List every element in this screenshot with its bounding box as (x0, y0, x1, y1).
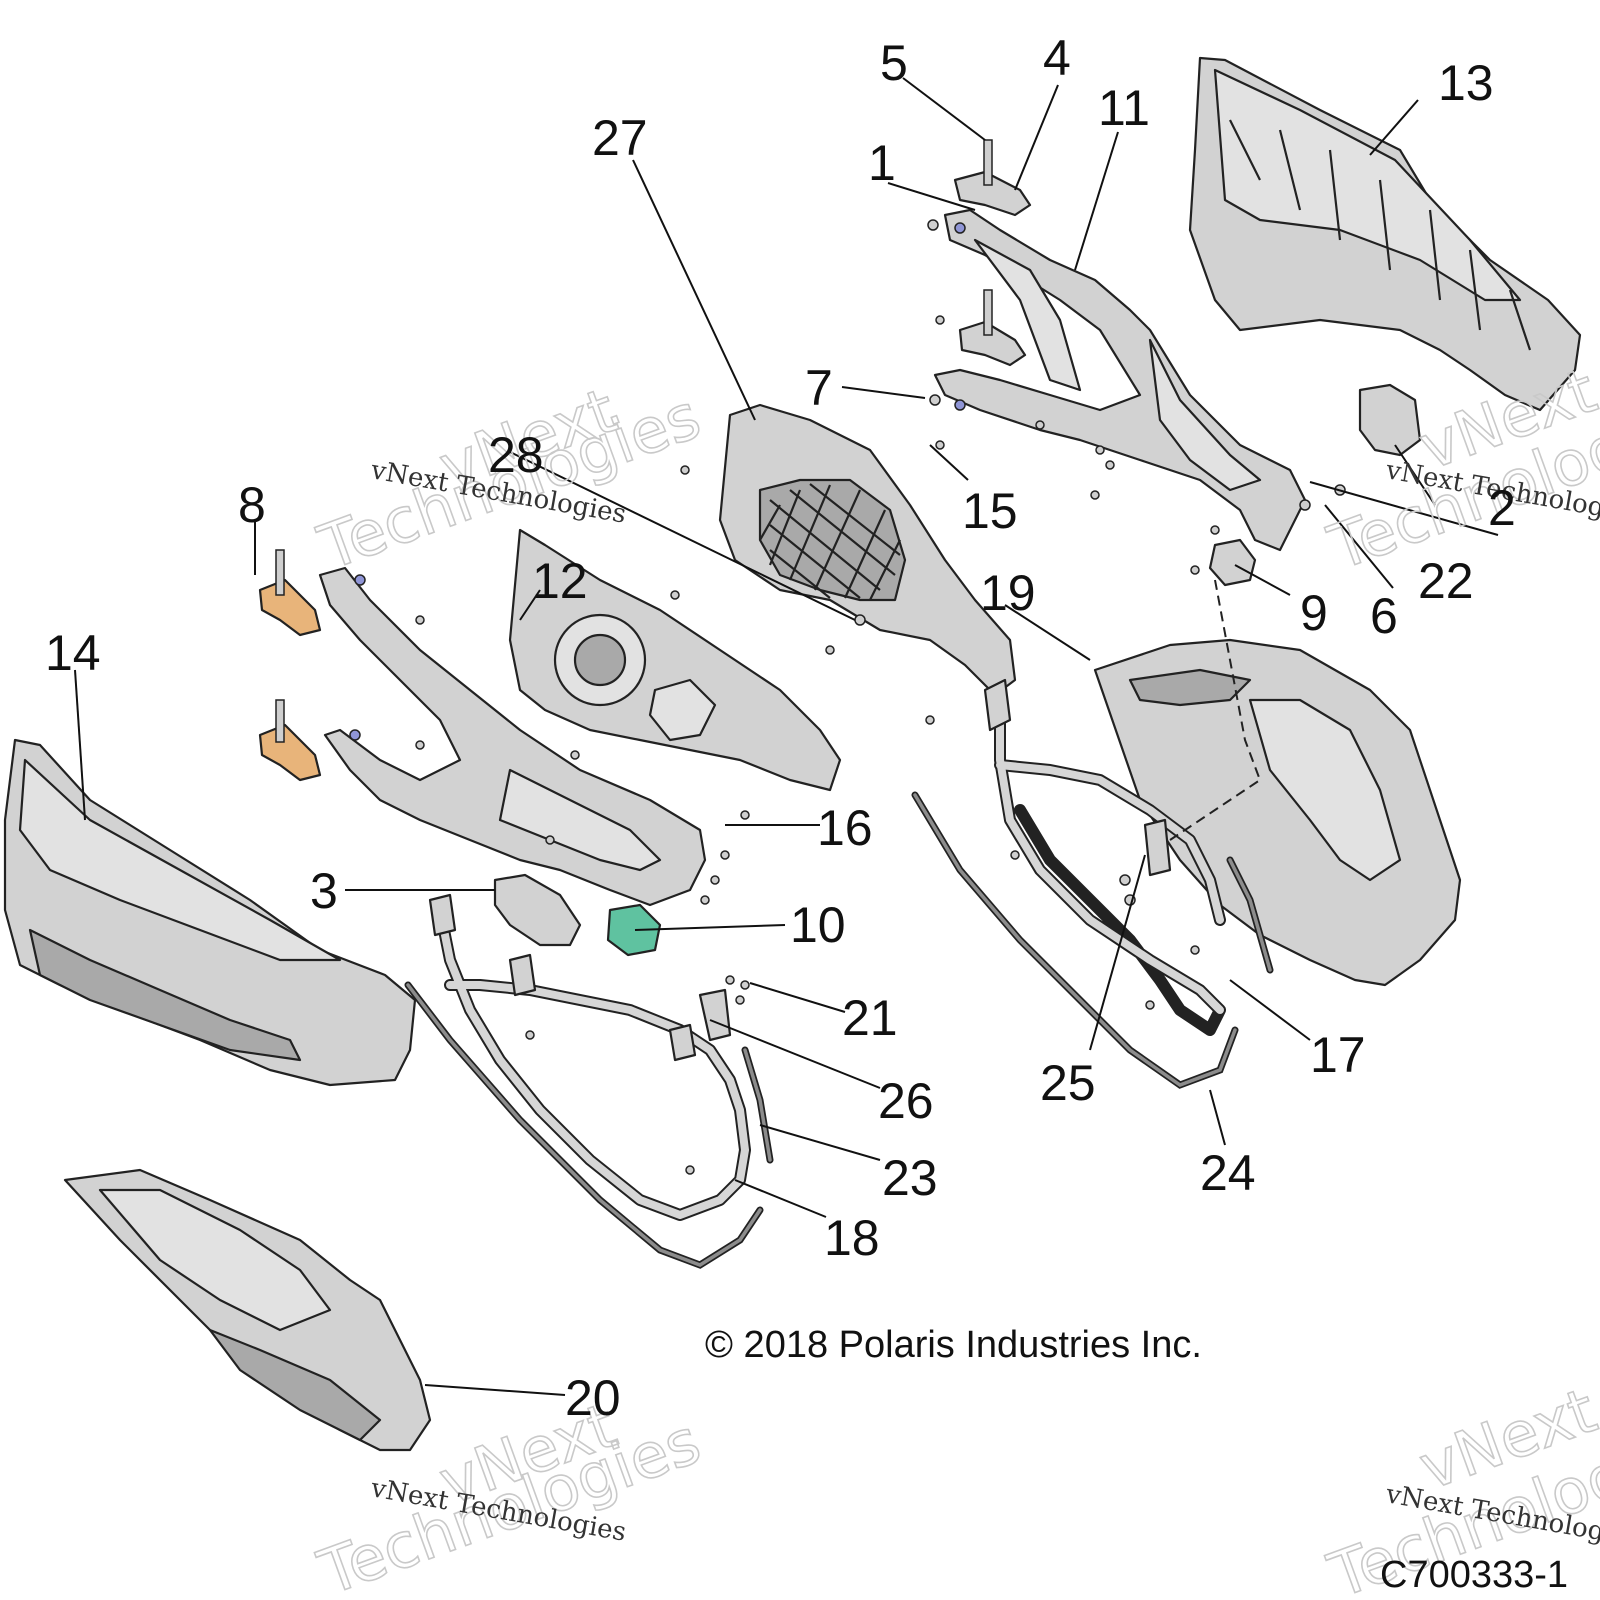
speaker-panel (508, 528, 842, 792)
part-8-hinge-bracket (258, 549, 322, 782)
callout-27: 27 (592, 110, 648, 166)
part-12-door-frame (318, 566, 707, 907)
part-10-latch-cover (606, 903, 662, 957)
callout-13: 13 (1438, 55, 1494, 111)
callout-22: 22 (1418, 553, 1474, 609)
callout-17: 17 (1310, 1027, 1366, 1083)
part-11-door-frame (933, 208, 1307, 552)
callout-14: 14 (45, 625, 101, 681)
callout-4: 4 (1043, 30, 1071, 86)
callout-15: 15 (962, 483, 1018, 539)
part-25-bracket (1143, 818, 1172, 877)
callout-8: 8 (238, 477, 266, 533)
callout-5: 5 (880, 35, 908, 91)
watermark-group-2: vNext Technologies vNext Technologies (1318, 353, 1600, 585)
callout-10: 10 (790, 897, 846, 953)
callout-25: 25 (1040, 1055, 1096, 1111)
part-17-tube-frame (983, 678, 1226, 1036)
callout-23: 23 (882, 1150, 938, 1206)
part-26-bracket (698, 988, 732, 1042)
part-27-inner-panel (718, 403, 1017, 697)
assembly-dashed-line (1169, 579, 1262, 841)
copyright-notice: © 2018 Polaris Industries Inc. (705, 1324, 1202, 1366)
callout-16: 16 (817, 800, 873, 856)
part-20-kick-panel (63, 1168, 432, 1452)
part-19-door-skin (1093, 638, 1462, 987)
part-14-door-skin (3, 738, 417, 1087)
callout-12: 12 (532, 553, 588, 609)
callout-2: 2 (1488, 480, 1516, 536)
leader-lines (74, 77, 1499, 1396)
callout-9: 9 (1300, 585, 1328, 641)
callout-26: 26 (878, 1073, 934, 1129)
figure-id: C700333-1 (1380, 1554, 1568, 1596)
callout-21: 21 (842, 990, 898, 1046)
callout-labels: 1 2 3 4 5 6 7 8 9 10 11 12 13 14 15 16 1… (45, 30, 1516, 1426)
part-4-hinge-bracket (953, 139, 1032, 367)
fasteners (349, 219, 1346, 1175)
callout-24: 24 (1200, 1145, 1256, 1201)
part-24-seal (911, 791, 1239, 1089)
callout-28: 28 (488, 427, 544, 483)
part-18-seal (404, 981, 764, 1269)
part-3-latch (493, 873, 582, 947)
part-23-seal (741, 1046, 774, 1164)
callout-19: 19 (980, 565, 1036, 621)
callout-1: 1 (868, 135, 896, 191)
callout-6: 6 (1370, 588, 1398, 644)
callout-3: 3 (310, 863, 338, 919)
callout-7: 7 (805, 360, 833, 416)
callout-18: 18 (824, 1210, 880, 1266)
part-13-door-panel (1188, 56, 1582, 412)
part-17-seal (1226, 856, 1274, 974)
part-9-latch-cover (1208, 538, 1257, 587)
part-2-latch (1358, 383, 1422, 457)
callout-20: 20 (565, 1370, 621, 1426)
part-18-tube-frame (428, 893, 751, 1221)
callout-11: 11 (1098, 80, 1150, 136)
